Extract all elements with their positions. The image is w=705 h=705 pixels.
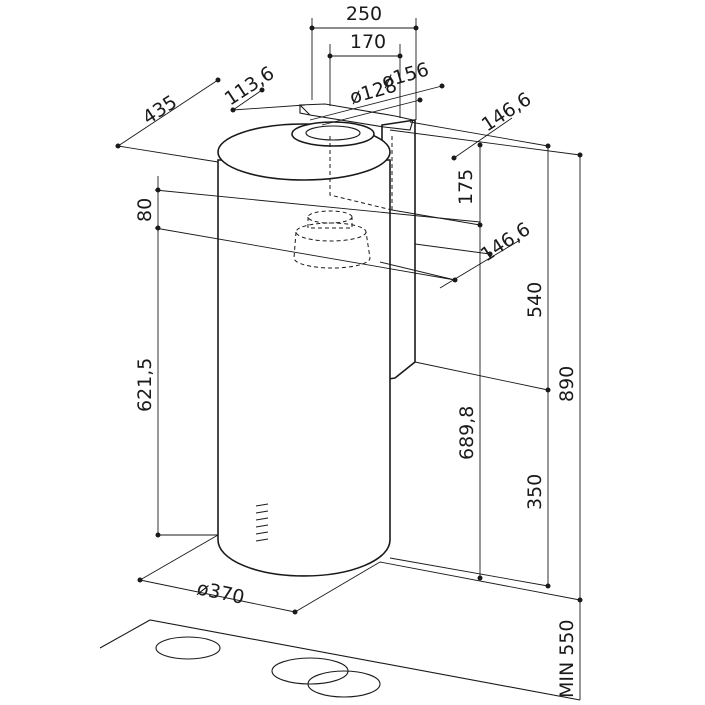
dim-350: 350 xyxy=(524,474,546,510)
cooktop xyxy=(99,619,581,701)
dimension-lines xyxy=(115,18,583,700)
dim-80: 80 xyxy=(134,198,156,222)
dim-175: 175 xyxy=(455,169,477,205)
dim-689-8: 689,8 xyxy=(456,406,478,460)
dim-min-550: MIN 550 xyxy=(556,619,578,698)
dim-621-5: 621,5 xyxy=(134,358,156,412)
hidden-duct xyxy=(293,136,393,269)
dim-170: 170 xyxy=(350,31,386,53)
dim-146-6-mid: 146,6 xyxy=(477,218,535,266)
dim-250: 250 xyxy=(346,3,382,25)
hood-cylinder xyxy=(217,123,391,577)
outlet-collar xyxy=(291,121,375,147)
dim-dia-370: ø370 xyxy=(195,577,246,608)
dim-146-6-top: 146,6 xyxy=(478,88,536,136)
control-buttons xyxy=(255,503,269,542)
dim-435: 435 xyxy=(139,91,181,129)
dim-540: 540 xyxy=(524,282,546,318)
dim-113-6: 113,6 xyxy=(221,62,279,110)
dim-890: 890 xyxy=(556,366,578,402)
